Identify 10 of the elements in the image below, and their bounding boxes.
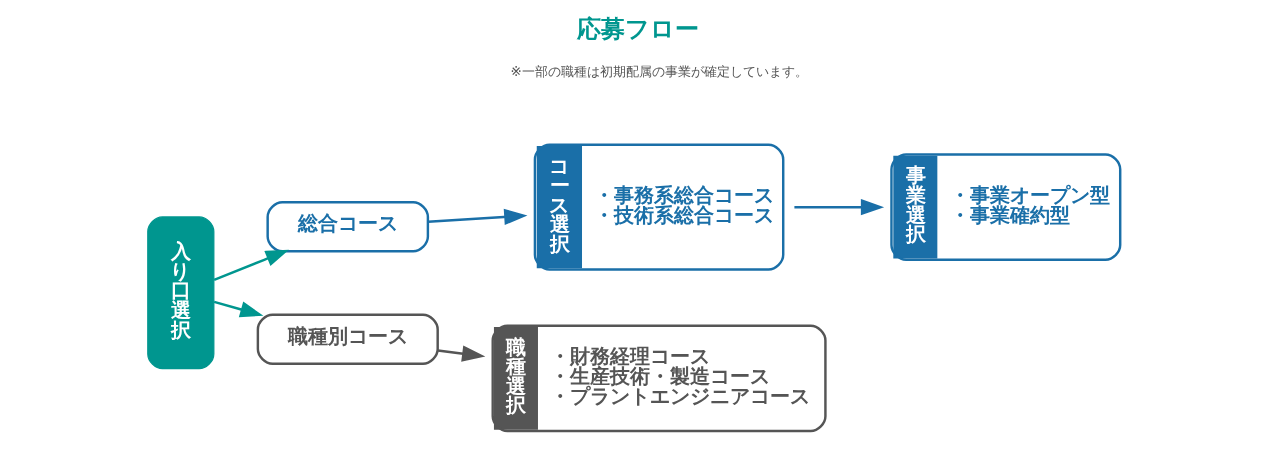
node-box: 総合コース xyxy=(266,200,430,252)
arrow xyxy=(213,300,264,317)
label: ※一部の職種は初期配属の事業が確定しています。 xyxy=(510,63,808,79)
arrow xyxy=(213,249,289,281)
diagram-title: 応募フロー xyxy=(577,13,700,43)
node-box: 職種別コース xyxy=(256,313,439,365)
arrow xyxy=(437,345,486,362)
node-box: 入り口選択 xyxy=(147,215,215,369)
arrow xyxy=(794,198,885,215)
arrow xyxy=(428,208,528,225)
